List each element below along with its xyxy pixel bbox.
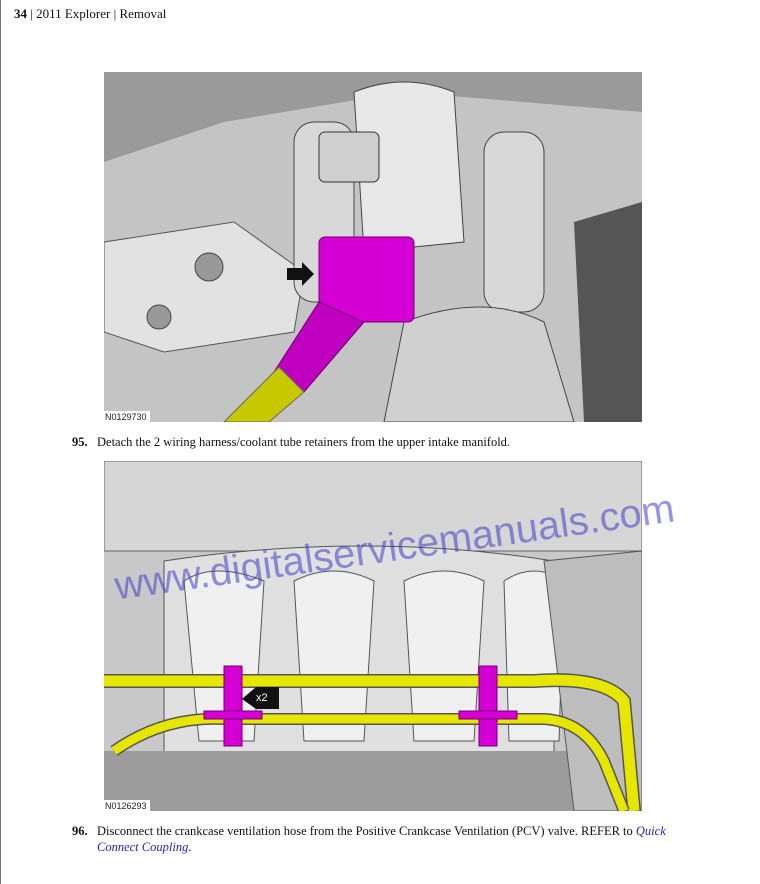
figure-intake-manifold: x2 N0126293 bbox=[104, 461, 642, 811]
figure-id: N0129730 bbox=[104, 411, 150, 422]
figure-ignition-coil: N0129730 bbox=[104, 72, 642, 422]
page-border bbox=[0, 0, 1, 884]
figure-id: N0126293 bbox=[104, 800, 150, 811]
callout-label: x2 bbox=[256, 692, 268, 704]
header-title: | 2011 Explorer | Removal bbox=[27, 6, 167, 21]
step-text-end: . bbox=[188, 840, 192, 854]
page-number: 34 bbox=[14, 6, 27, 21]
step-95: 95. Detach the 2 wiring harness/coolant … bbox=[72, 434, 682, 450]
step-96: 96. Disconnect the crankcase ventilation… bbox=[72, 823, 682, 854]
step-number: 96. bbox=[72, 824, 88, 838]
step-text-main: Disconnect the crankcase ventilation hos… bbox=[97, 824, 636, 838]
illustration-coil bbox=[104, 72, 642, 422]
illustration-manifold bbox=[104, 461, 642, 811]
page-header: 34 | 2011 Explorer | Removal bbox=[14, 6, 166, 22]
step-text: Detach the 2 wiring harness/coolant tube… bbox=[97, 435, 511, 449]
step-text: Disconnect the crankcase ventilation hos… bbox=[97, 823, 677, 855]
quick-connect-coupling-link[interactable]: Quick Connect Coupling bbox=[97, 824, 666, 854]
step-number: 95. bbox=[72, 435, 88, 449]
